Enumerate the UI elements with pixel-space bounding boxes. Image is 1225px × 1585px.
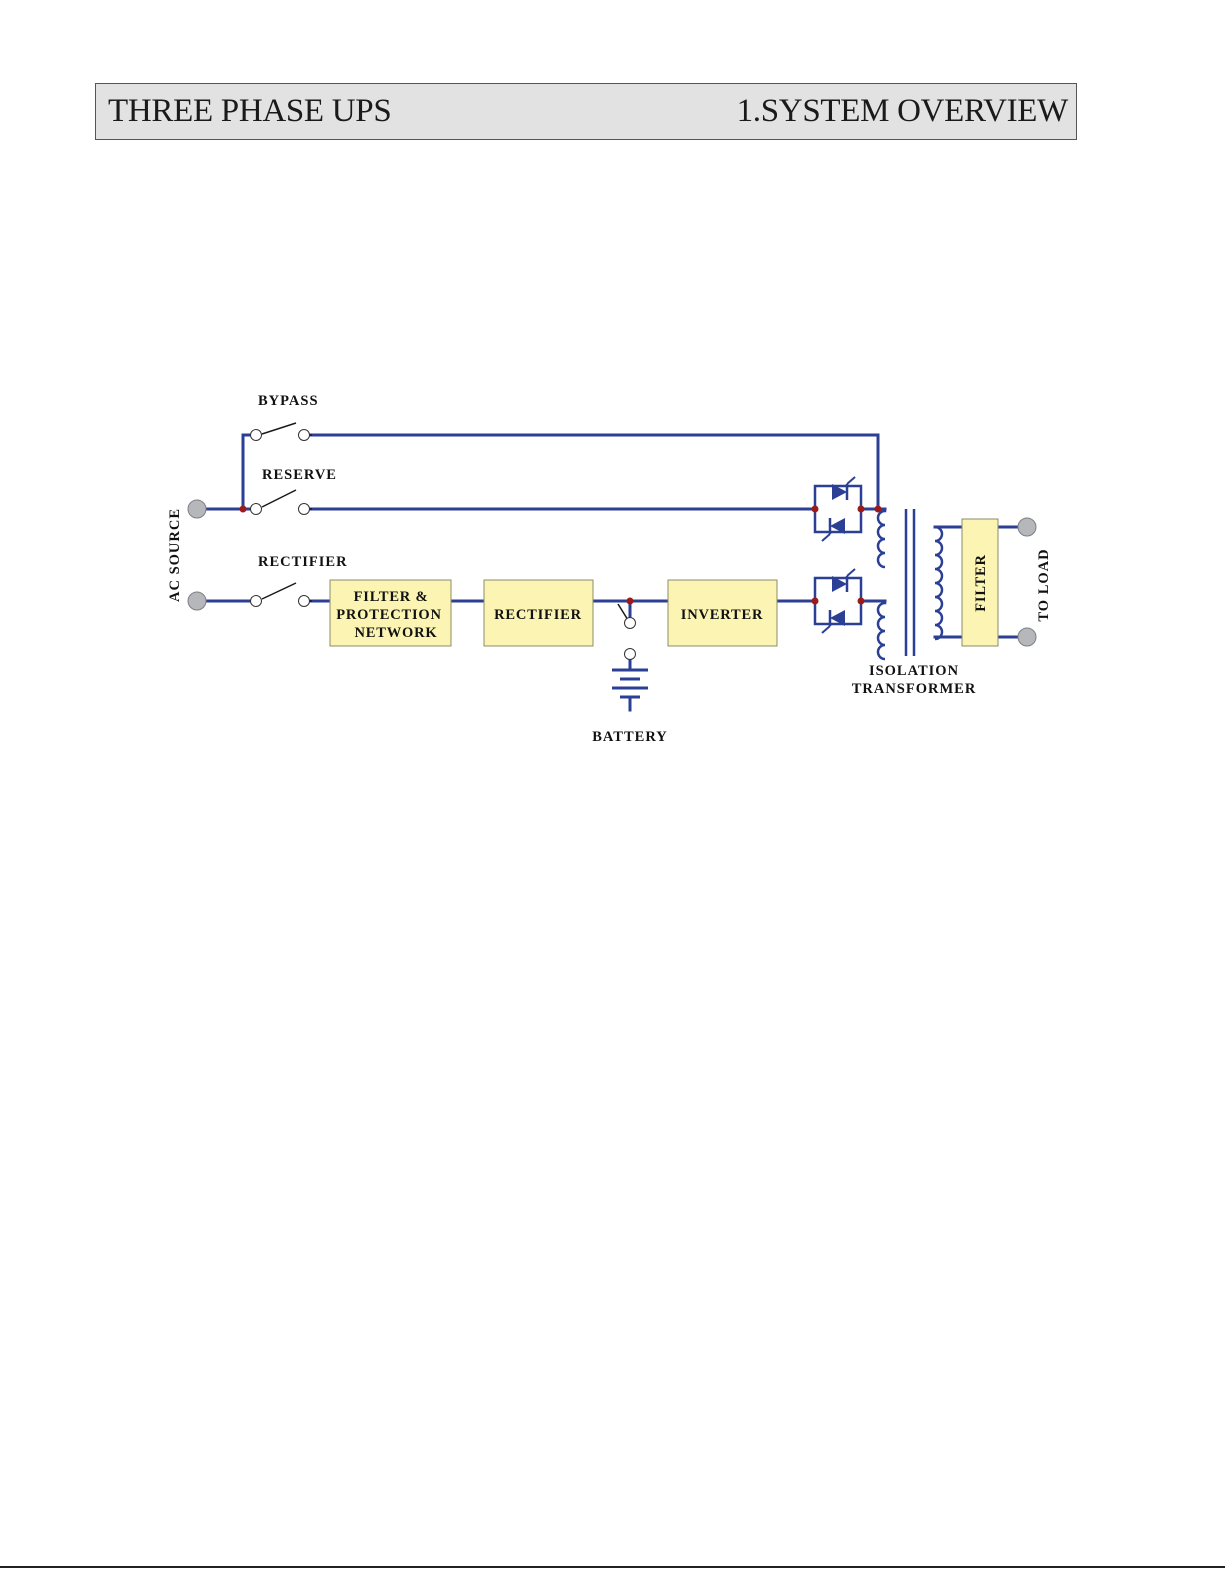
block-filter-protection: FILTER & PROTECTION NETWORK <box>330 580 451 646</box>
primary-winding-bottom <box>878 601 885 659</box>
transformer-label-line-2: TRANSFORMER <box>852 681 977 697</box>
battery-switch-contact-top <box>625 618 636 629</box>
isolation-transformer <box>878 509 942 659</box>
block-inverter: INVERTER <box>668 580 777 646</box>
to-load-label: TO LOAD <box>1036 548 1052 621</box>
transformer-label-line-1: ISOLATION <box>869 663 959 679</box>
primary-winding-top <box>878 509 885 567</box>
page-bottom-rule <box>0 1566 1225 1568</box>
filter-protection-line-1: FILTER & <box>354 589 429 605</box>
bypass-label: BYPASS <box>258 393 319 409</box>
junction-dot <box>858 598 865 605</box>
junction-dot <box>875 506 882 513</box>
ac-source-label: AC SOURCE <box>167 508 183 602</box>
rectifier-switch-label: RECTIFIER <box>258 554 348 570</box>
rectifier-switch-contact-out <box>299 596 310 607</box>
terminals <box>188 500 1036 646</box>
wire-bypass-branch <box>243 435 250 509</box>
wire-bypass-line <box>310 435 878 509</box>
junction-dot <box>858 506 865 513</box>
reserve-switch-contact-out <box>299 504 310 515</box>
rectifier-switch-contact-in <box>251 596 262 607</box>
ac-source-terminal-1 <box>188 500 206 518</box>
load-terminal-1 <box>1018 518 1036 536</box>
output-filter-label: FILTER <box>973 554 989 611</box>
bypass-switch-contact-in <box>251 430 262 441</box>
secondary-winding <box>935 527 942 639</box>
junction-dot <box>240 506 247 513</box>
load-terminal-2 <box>1018 628 1036 646</box>
inverter-block-label: INVERTER <box>681 607 763 623</box>
battery-label: BATTERY <box>592 729 668 745</box>
reserve-label: RESERVE <box>262 467 337 483</box>
filter-protection-line-2: PROTECTION <box>336 607 442 623</box>
block-output-filter: FILTER <box>962 519 998 646</box>
ac-source-terminal-2 <box>188 592 206 610</box>
battery-icon <box>612 670 648 697</box>
bypass-switch-contact-out <box>299 430 310 441</box>
battery-switch-contact-bottom <box>625 649 636 660</box>
rectifier-block-label: RECTIFIER <box>494 607 582 623</box>
filter-protection-line-3: NETWORK <box>355 625 438 641</box>
ups-block-diagram: FILTER & PROTECTION NETWORK RECTIFIER IN… <box>0 0 1225 800</box>
junction-dot <box>627 598 634 605</box>
junction-dot <box>812 598 819 605</box>
block-rectifier: RECTIFIER <box>484 580 593 646</box>
reserve-switch-contact-in <box>251 504 262 515</box>
static-switch-reserve <box>815 477 861 541</box>
junction-dot <box>812 506 819 513</box>
static-switch-inverter <box>815 569 861 633</box>
